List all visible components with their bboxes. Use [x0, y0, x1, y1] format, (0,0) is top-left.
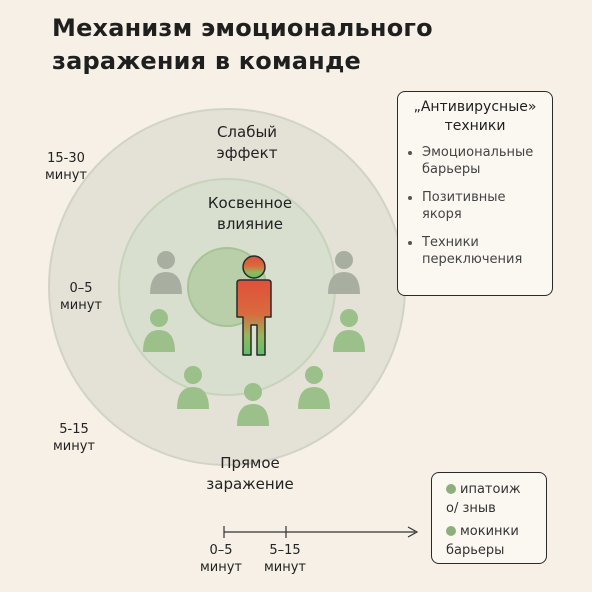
title-line-2: заражения в команде: [52, 47, 362, 75]
team-member-icon: [150, 251, 182, 294]
bullet-icon: [408, 151, 412, 155]
legend-dot-icon: [446, 526, 456, 536]
time-label-0-5: 0–5 минут: [59, 281, 103, 313]
team-member-icon: [177, 366, 209, 409]
axis-tick-5-15: 5–15 минут: [263, 543, 307, 575]
team-member-icon: [298, 366, 330, 409]
legend-item: ипатоиж: [446, 481, 536, 498]
bullet-icon: [408, 241, 412, 245]
legend-item: мокинки: [446, 523, 536, 540]
team-member-icon: [237, 383, 269, 426]
title-line-1: Механизм эмоционального: [52, 14, 433, 42]
central-person-icon: [236, 255, 272, 356]
team-member-icon: [333, 309, 365, 352]
axis-tick-0-5: 0–5 минут: [199, 543, 243, 575]
time-label-15-30: 15-30 минут: [44, 151, 88, 183]
team-member-icon: [328, 251, 360, 294]
techniques-title: „Антивирусные» техники: [413, 99, 537, 134]
team-member-icon: [143, 309, 175, 352]
legend-item-text: о/ зныв: [446, 501, 496, 516]
list-item: Позитивные якоря: [408, 189, 542, 223]
antivirus-techniques-box: „Антивирусные» техники Эмоциональные бар…: [397, 91, 553, 296]
legend-dot-icon: [446, 484, 456, 494]
timeline-axis: [223, 526, 419, 538]
outer-ring-label: Слабый эффект: [216, 123, 278, 162]
bottom-ring-label: Прямое заражение: [206, 454, 294, 493]
list-item: Техники переключения: [408, 234, 542, 268]
diagram-title: Механизм эмоционального заражения в кома…: [52, 12, 433, 78]
middle-ring-label: Косвенное влияние: [207, 194, 293, 233]
techniques-list: Эмоциональные барьеры Позитивные якоря Т…: [408, 144, 542, 268]
bullet-icon: [408, 196, 412, 200]
list-item: Эмоциональные барьеры: [408, 144, 542, 178]
time-label-5-15: 5-15 минут: [52, 422, 96, 454]
legend-box: ипатоиж о/ зныв мокинки барьеры: [431, 472, 547, 564]
legend-item-text: барьеры: [446, 543, 505, 558]
